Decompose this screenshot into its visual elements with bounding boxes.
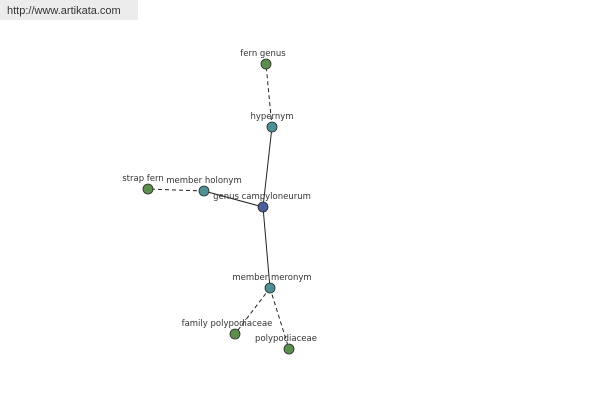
label-polypodiaceae[interactable]: polypodiaceae bbox=[255, 334, 317, 344]
label-family-polypodiaceae[interactable]: family polypodiaceae bbox=[182, 319, 273, 329]
nodes bbox=[142, 58, 295, 355]
label-strap-fern[interactable]: strap fern bbox=[122, 174, 164, 184]
node-polypodiaceae[interactable] bbox=[283, 343, 295, 355]
label-hypernym[interactable]: hypernym bbox=[250, 112, 293, 122]
edge-hypernym-fern-genus bbox=[265, 63, 273, 128]
node-fern-genus[interactable] bbox=[260, 58, 272, 70]
labels: fern genus hypernym strap fern member ho… bbox=[122, 49, 317, 344]
node-hypernym[interactable] bbox=[266, 121, 278, 133]
label-fern-genus[interactable]: fern genus bbox=[240, 49, 286, 59]
edge-member-meronym-polypodiaceae bbox=[269, 287, 290, 350]
edge-member-meronym-family-polypodiaceae bbox=[234, 287, 271, 335]
edge-member-holonym-strap-fern bbox=[147, 188, 205, 192]
node-family-polypodiaceae[interactable] bbox=[229, 328, 241, 340]
label-member-meronym[interactable]: member meronym bbox=[232, 273, 311, 283]
edge-center-member-holonym bbox=[203, 190, 264, 208]
edges bbox=[147, 63, 290, 350]
node-strap-fern[interactable] bbox=[142, 183, 154, 195]
edge-center-member-meronym bbox=[262, 206, 271, 289]
url-banner[interactable]: http://www.artikata.com bbox=[0, 0, 138, 20]
node-center[interactable] bbox=[257, 201, 269, 213]
label-member-holonym[interactable]: member holonym bbox=[166, 176, 241, 186]
label-center[interactable]: genus campyloneurum bbox=[213, 192, 311, 202]
edge-center-hypernym bbox=[262, 126, 273, 208]
node-member-holonym[interactable] bbox=[198, 185, 210, 197]
node-member-meronym[interactable] bbox=[264, 282, 276, 294]
url-text[interactable]: http://www.artikata.com bbox=[7, 5, 121, 17]
